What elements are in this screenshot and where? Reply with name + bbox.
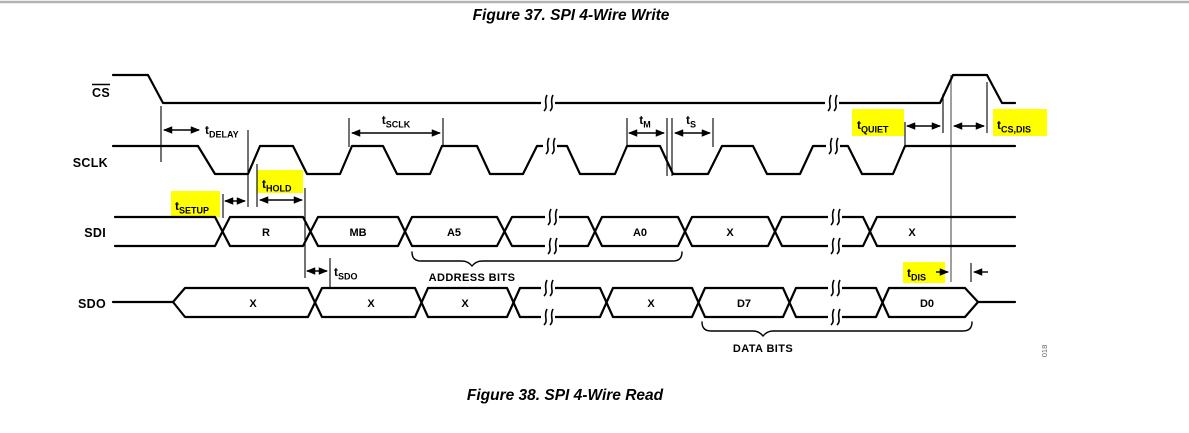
break-icon bbox=[827, 236, 843, 256]
t-dis-label: tDIS bbox=[907, 266, 926, 283]
sdi-bus-lower bbox=[113, 215, 1017, 248]
t-setup-highlight bbox=[171, 191, 220, 217]
address-bits-brace bbox=[411, 251, 683, 268]
break-icon bbox=[827, 207, 843, 227]
sdo-cell-x2: X bbox=[367, 298, 375, 310]
sdi-cell-labels: R MB A5 A0 X X bbox=[262, 227, 916, 239]
sdo-cell-x3: X bbox=[461, 298, 469, 310]
sdo-bus-upper bbox=[111, 286, 1017, 319]
t-cs-dis-label: tCS,DIS bbox=[997, 118, 1031, 135]
t-hold-highlight bbox=[257, 170, 303, 193]
signal-labels: CS SCLK SDI SDO bbox=[73, 83, 110, 311]
sdo-cell-d7: D7 bbox=[737, 298, 751, 310]
timing-parameter-labels: tDELAY tSCLK tM tS tQUIET tCS,DIS tSETUP… bbox=[175, 113, 1031, 283]
break-icon bbox=[544, 236, 560, 256]
bit-group-annotations: ADDRESS BITS DATA BITS bbox=[411, 251, 973, 355]
sdo-cell-labels: X X X X D7 D0 bbox=[249, 298, 934, 310]
break-icon bbox=[825, 136, 841, 156]
break-icon bbox=[542, 136, 558, 156]
dimension-arrows bbox=[162, 122, 988, 276]
sdo-cell-x4: X bbox=[647, 298, 655, 310]
sdo-cell-d0: D0 bbox=[920, 298, 934, 310]
break-icon bbox=[540, 93, 556, 113]
cs-signal-label: CS bbox=[92, 86, 110, 100]
highlight-boxes bbox=[171, 109, 1047, 283]
figure-37-title: Figure 37. SPI 4-Wire Write bbox=[473, 7, 670, 24]
break-icon bbox=[824, 93, 840, 113]
address-bits-label: ADDRESS BITS bbox=[429, 272, 516, 284]
figure-number-watermark: 018 bbox=[1040, 345, 1049, 358]
break-icon bbox=[540, 307, 556, 327]
sdi-cell-x2: X bbox=[908, 227, 916, 239]
t-dis-highlight bbox=[903, 262, 945, 283]
t-delay-label: tDELAY bbox=[205, 123, 239, 140]
sdo-bus-lower bbox=[171, 286, 980, 319]
figure-38-title: Figure 38. SPI 4-Wire Read bbox=[467, 387, 664, 404]
sdi-cell-r: R bbox=[262, 227, 270, 239]
sdi-cell-x1: X bbox=[726, 227, 734, 239]
break-icon bbox=[827, 307, 843, 327]
sdi-signal-label: SDI bbox=[84, 226, 106, 240]
t-s-label: tS bbox=[686, 113, 696, 130]
t-quiet-label: tQUIET bbox=[857, 118, 889, 135]
sclk-signal-label: SCLK bbox=[73, 156, 108, 170]
t-m-label: tM bbox=[639, 113, 651, 130]
t-setup-label: tSETUP bbox=[175, 199, 209, 216]
t-cs-dis-highlight bbox=[993, 109, 1047, 136]
data-bits-brace bbox=[701, 321, 973, 338]
data-bits-label: DATA BITS bbox=[733, 343, 793, 355]
break-icon bbox=[544, 207, 560, 227]
sdo-cell-x1: X bbox=[249, 298, 257, 310]
break-icon bbox=[827, 278, 843, 298]
cs-waveform bbox=[111, 73, 1017, 105]
measurement-ticks bbox=[160, 82, 988, 289]
t-sdo-label: tSDO bbox=[334, 265, 358, 282]
sdo-signal-label: SDO bbox=[78, 297, 106, 311]
sdi-cell-a5: A5 bbox=[447, 227, 461, 239]
t-sclk-label: tSCLK bbox=[382, 113, 411, 130]
t-hold-label: tHOLD bbox=[262, 177, 292, 194]
sdi-cell-a0: A0 bbox=[633, 227, 647, 239]
break-icon bbox=[540, 278, 556, 298]
sdi-bus-upper bbox=[113, 215, 1017, 248]
sdi-cell-mb: MB bbox=[349, 227, 366, 239]
t-quiet-highlight bbox=[852, 109, 904, 136]
